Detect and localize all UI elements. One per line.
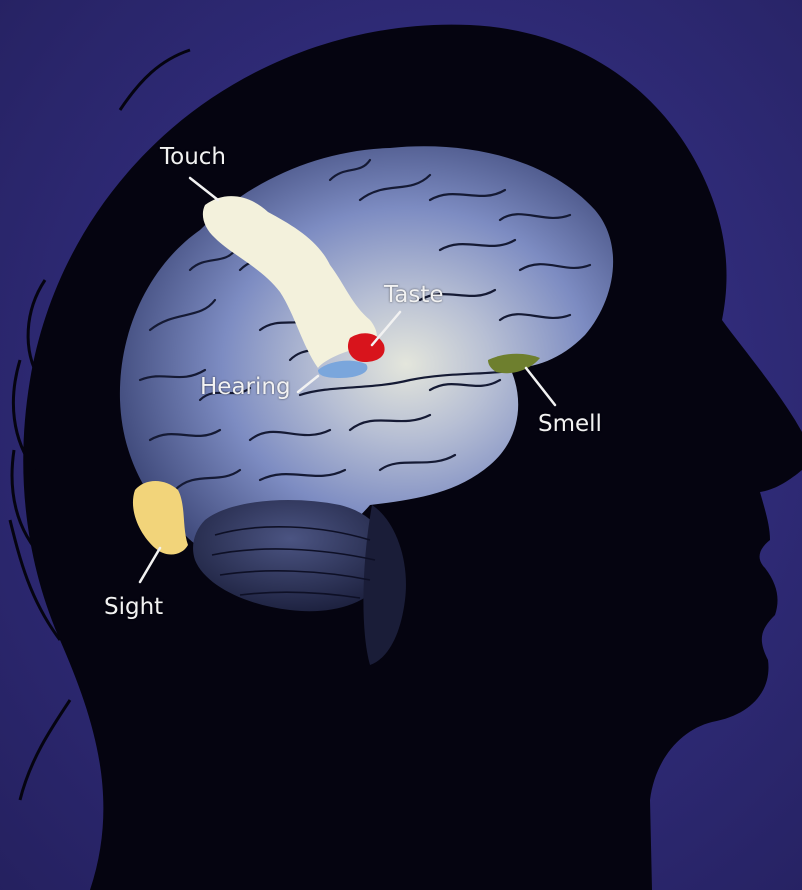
- sight-label: Sight: [104, 596, 163, 619]
- smell-label: Smell: [538, 413, 602, 436]
- hearing-label: Hearing: [200, 376, 291, 399]
- touch-label: Touch: [160, 146, 226, 169]
- taste-label: Taste: [384, 284, 444, 307]
